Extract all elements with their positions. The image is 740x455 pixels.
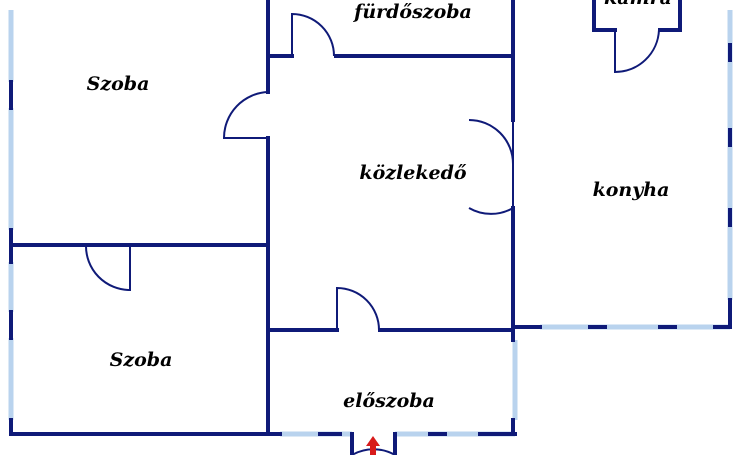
room-label-eloszoba: előszoba — [343, 390, 435, 412]
room-label-szoba-2: Szoba — [109, 349, 173, 371]
room-label-kozlekedo: közlekedő — [359, 162, 467, 184]
door-hall — [336, 286, 380, 331]
door-kitchen-a — [468, 119, 514, 165]
room-label-konyha: konyha — [592, 179, 670, 201]
door-kamra — [614, 29, 660, 74]
door-szoba-1 — [222, 91, 269, 139]
room-label-furdoszoba: fürdőszoba — [354, 1, 472, 23]
doors — [84, 12, 660, 455]
door-bathroom — [291, 12, 335, 57]
door-szoba-2 — [84, 244, 131, 292]
room-label-kamra: kamra — [604, 0, 672, 9]
walls — [9, 0, 732, 455]
room-label-szoba-1: Szoba — [86, 73, 150, 95]
entrance-arrow-icon — [366, 436, 380, 455]
door-kitchen-b — [468, 164, 514, 215]
